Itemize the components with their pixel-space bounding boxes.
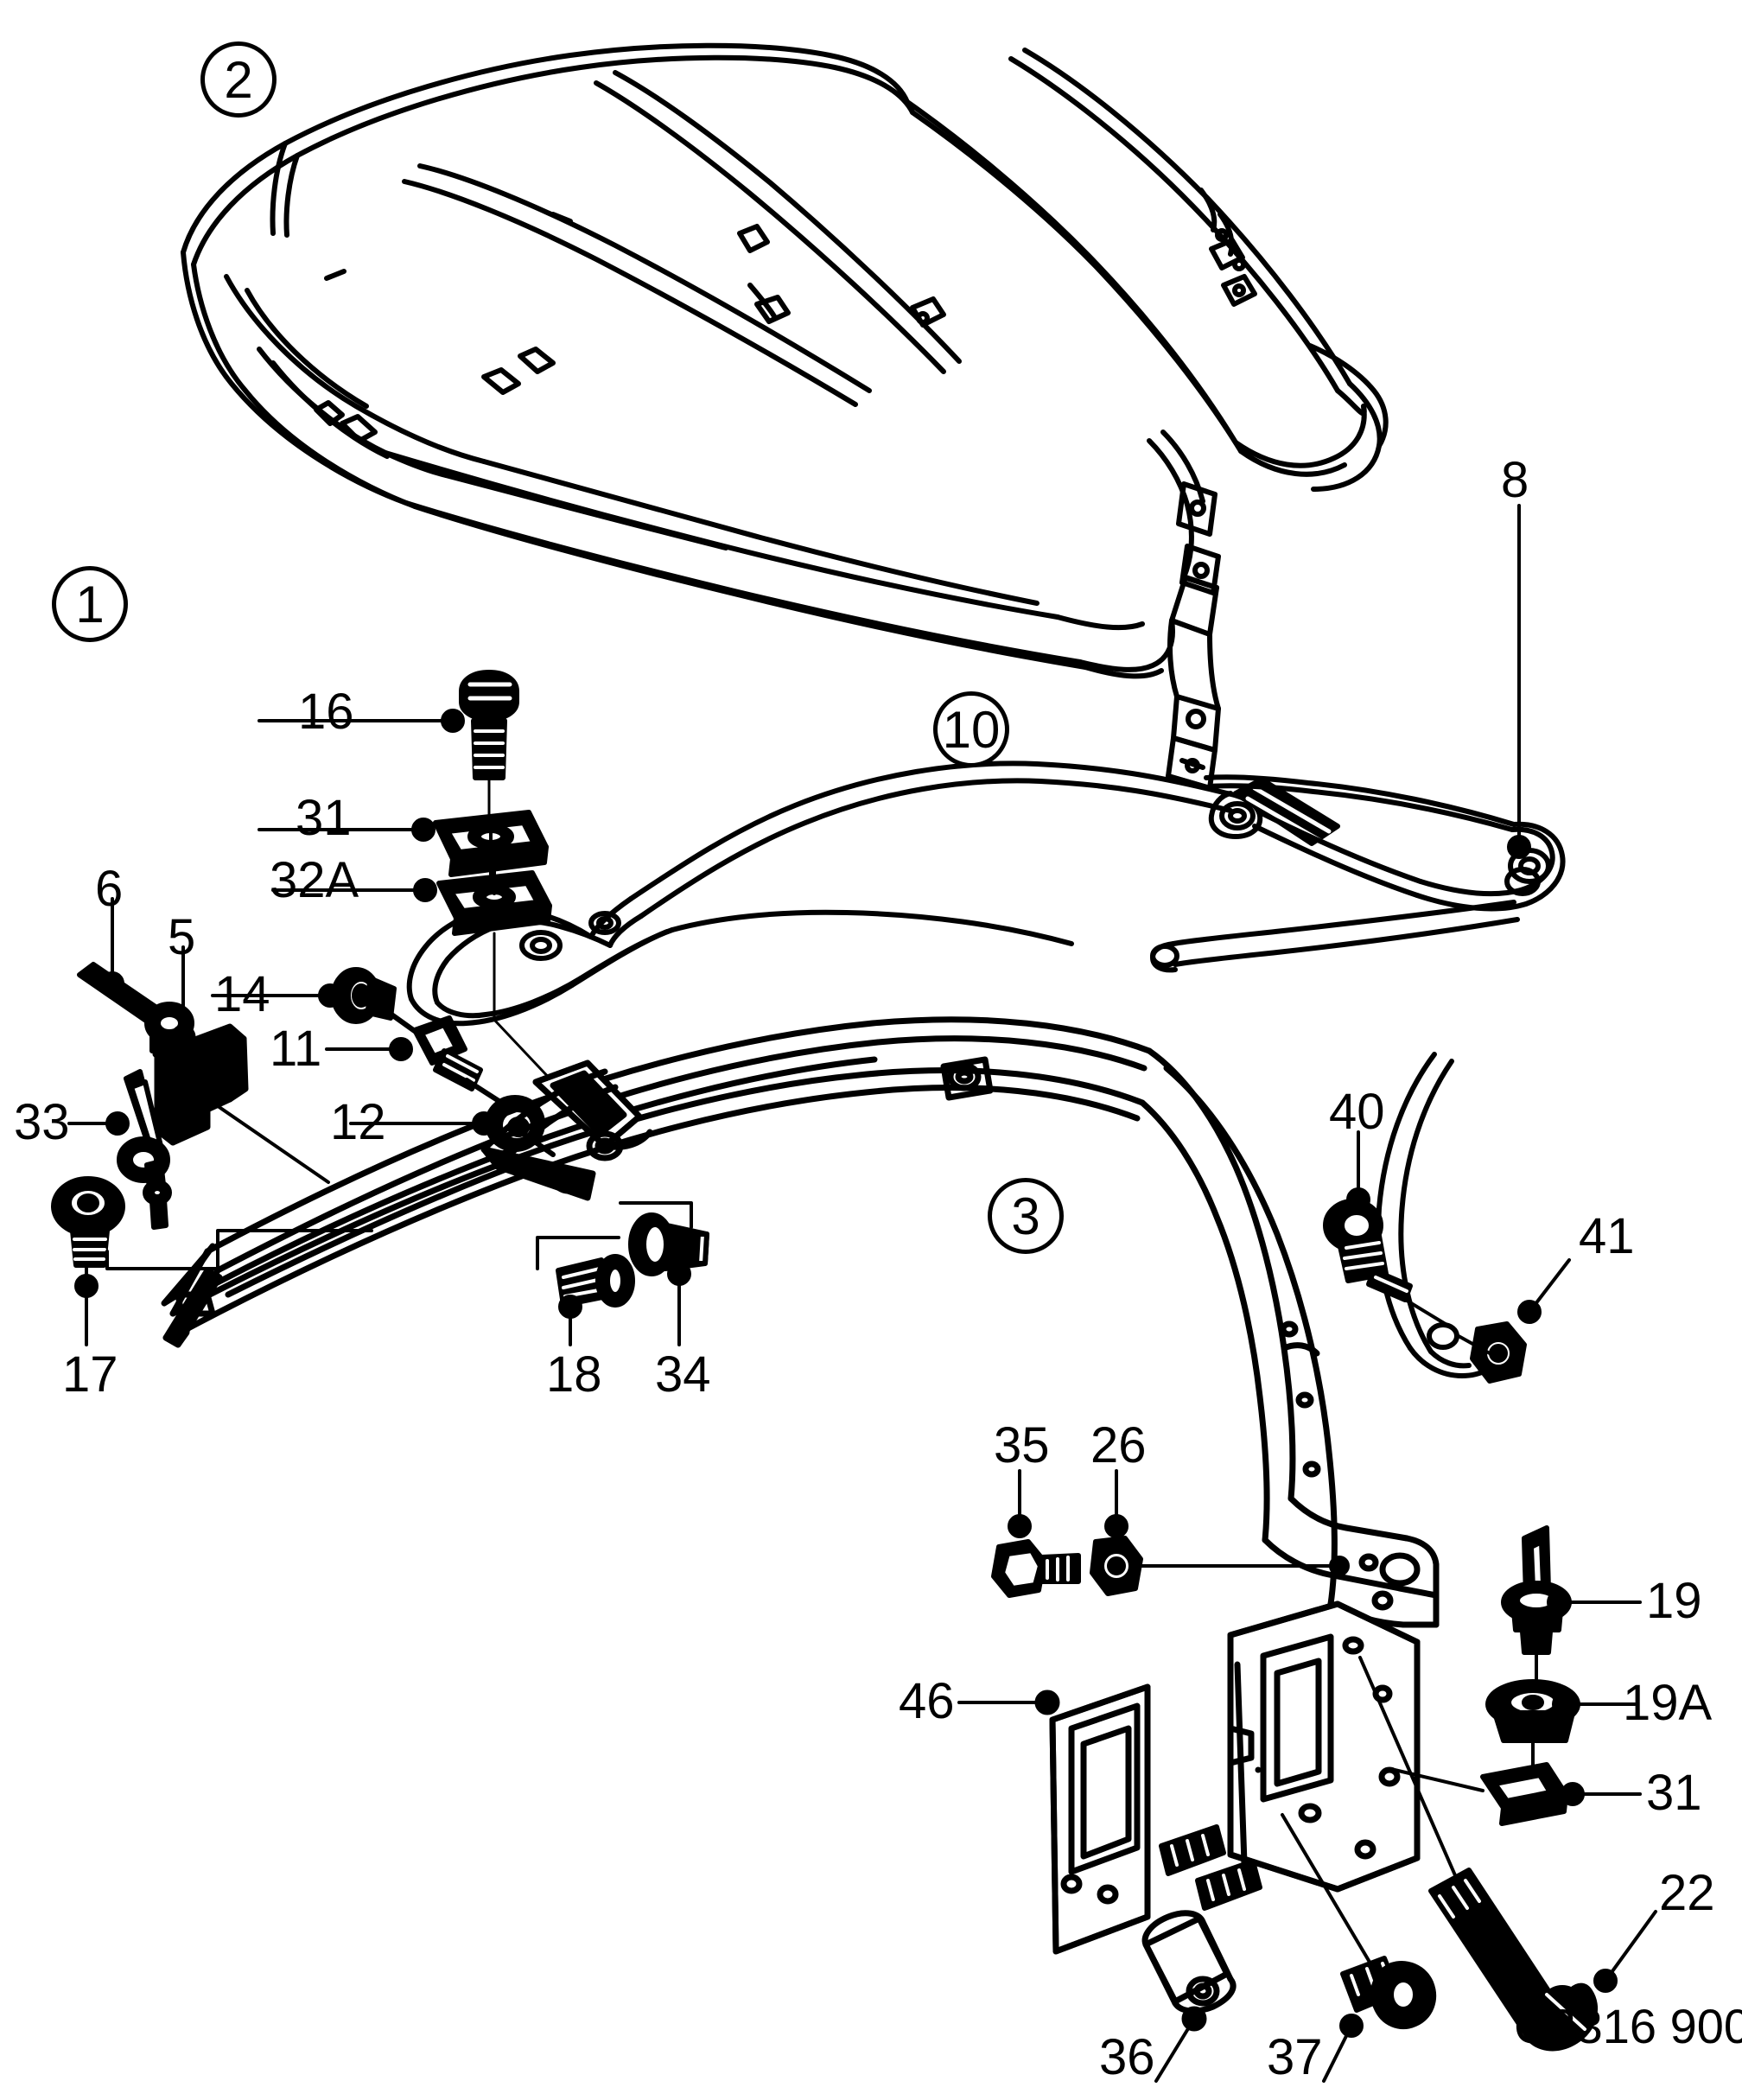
part-36-sleeve bbox=[1141, 1910, 1237, 2083]
part-17-shoulder-bolt bbox=[51, 1176, 373, 1346]
part-label-12: 12 bbox=[330, 1094, 386, 1150]
part-label-17: 17 bbox=[62, 1346, 118, 1403]
part-label-40: 40 bbox=[1329, 1084, 1385, 1140]
part-label-41: 41 bbox=[1579, 1208, 1635, 1264]
part-5-guide-bracket bbox=[152, 945, 330, 1184]
part-22-long-bolt bbox=[1358, 1656, 1657, 2052]
part-33-pin bbox=[67, 1069, 172, 1230]
part-14-bushing bbox=[211, 967, 433, 1045]
part-label-5: 5 bbox=[168, 909, 196, 965]
part-label-46: 46 bbox=[899, 1673, 955, 1729]
part-label-36: 36 bbox=[1099, 2029, 1155, 2085]
top-frame-assembly-2 bbox=[181, 42, 1389, 791]
plate-fasteners bbox=[1159, 1824, 1262, 1911]
part-19-19A-31-stack bbox=[1393, 1525, 1642, 1826]
part-label-19A: 19A bbox=[1623, 1675, 1713, 1731]
part-label-18: 18 bbox=[546, 1346, 602, 1403]
callout-bubble-2: 2 bbox=[200, 41, 277, 118]
callout-label: 1 bbox=[75, 575, 105, 633]
part-16-screw bbox=[257, 670, 519, 819]
part-label-16: 16 bbox=[298, 684, 354, 740]
callout-label: 2 bbox=[224, 50, 253, 109]
part-label-6: 6 bbox=[95, 861, 124, 917]
part-label-26: 26 bbox=[1090, 1417, 1147, 1473]
part-46-plate bbox=[957, 1683, 1151, 1955]
linkage-assembly-10 bbox=[406, 504, 1566, 1027]
part-label-22: 22 bbox=[1659, 1865, 1715, 1921]
part-31-clip-upper bbox=[257, 810, 549, 918]
part-40-41-stud-nut bbox=[1323, 1052, 1571, 1384]
callout-bubble-1: 1 bbox=[52, 566, 128, 642]
part-label-8: 8 bbox=[1501, 452, 1529, 508]
part-label-33: 33 bbox=[14, 1094, 70, 1150]
callout-bubble-10: 10 bbox=[933, 691, 1009, 767]
side-rail-assembly-3 bbox=[161, 1016, 1440, 1893]
part-32A-plate-nut bbox=[271, 866, 555, 1084]
part-34-bushing bbox=[619, 1201, 709, 1346]
part-label-11: 11 bbox=[270, 1021, 322, 1077]
part-35-26-bolt-nut bbox=[991, 1469, 1350, 1598]
part-label-34: 34 bbox=[655, 1346, 711, 1403]
part-label-19: 19 bbox=[1646, 1573, 1702, 1629]
part-label-35: 35 bbox=[994, 1417, 1050, 1473]
part-37-bolt bbox=[1281, 1813, 1437, 2083]
callout-label: 10 bbox=[942, 700, 1001, 759]
part-label-14: 14 bbox=[214, 966, 270, 1022]
callout-bubble-3: 3 bbox=[988, 1178, 1064, 1254]
drawing-number: C2316 900 bbox=[1514, 1999, 1742, 2053]
part-18-screw bbox=[536, 1236, 635, 1346]
part-label-32A: 32A bbox=[270, 852, 359, 908]
part-label-37: 37 bbox=[1267, 2029, 1323, 2085]
part-11-sleeve bbox=[325, 1015, 518, 1114]
callout-label: 3 bbox=[1011, 1187, 1040, 1245]
part-label-31-lower: 31 bbox=[1646, 1765, 1702, 1821]
part-label-31-upper: 31 bbox=[296, 790, 352, 846]
